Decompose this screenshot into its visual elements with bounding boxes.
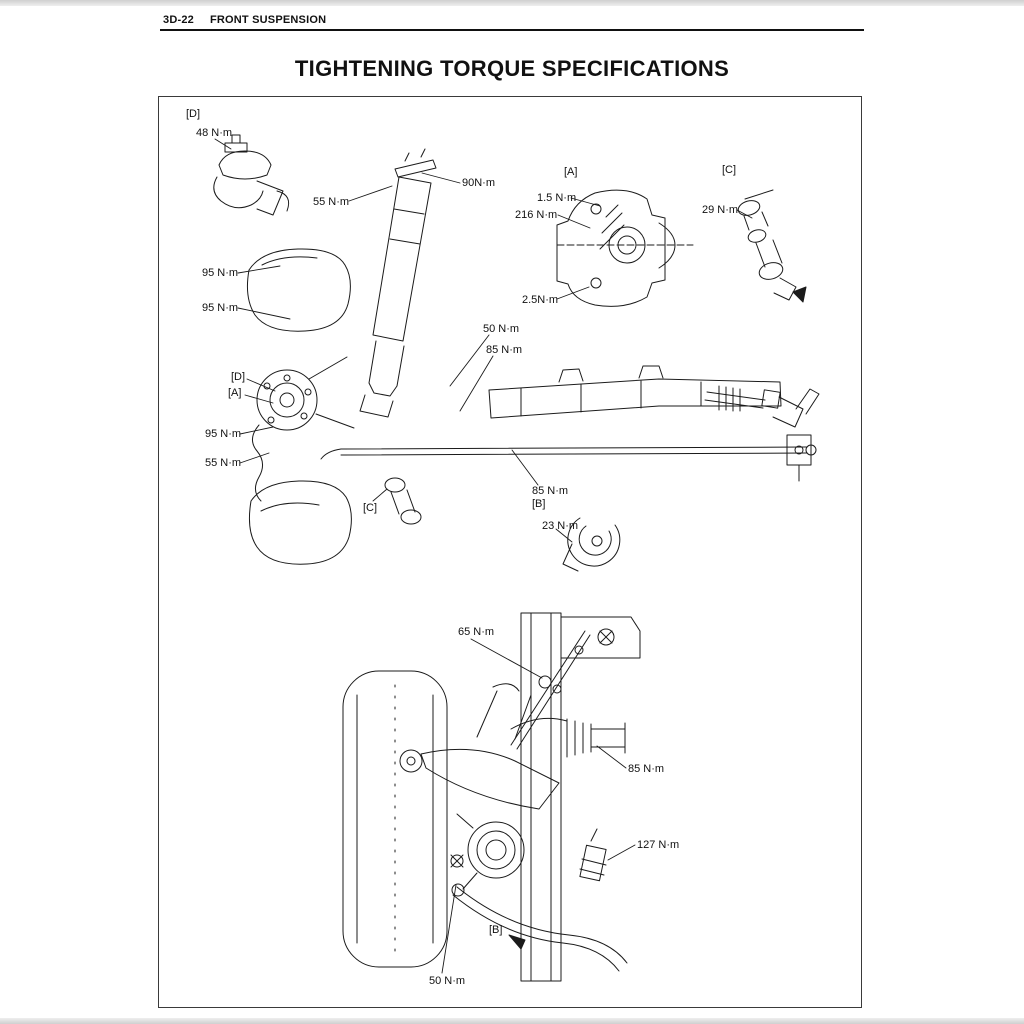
torque-label-85-mid: 85 N·m [486,344,523,356]
clamp-detail-23 [562,517,621,572]
stabilizer-link-upper [384,477,422,525]
scan-artifact-top [0,0,1024,6]
lower-control-arm [399,683,560,810]
cv-joint-rings [456,813,525,890]
frame-member-lower [520,612,641,982]
ref-label-b-rack: [B] [532,498,546,510]
torque-label-23: 23 N·m [542,520,579,532]
suspension-diagram [213,134,820,982]
torque-label-127: 127 N·m [637,839,680,851]
page-title: TIGHTENING TORQUE SPECIFICATIONS [294,56,730,81]
torque-label-55-hub: 55 N·m [205,457,242,469]
scan-artifact-bottom [0,1018,1024,1024]
torque-label-95-3: 95 N·m [205,428,242,440]
detail-d-ball-joint [213,134,290,216]
tire-front-view [342,670,448,968]
leader-lines [214,138,753,974]
stabilizer-bar-upper [320,434,817,482]
torque-label-55-top: 55 N·m [313,196,350,208]
bolt-127-target [579,828,607,882]
wheel-bottom-left [249,480,352,565]
wheel-top-left [247,248,351,332]
ref-label-a-hub: [A] [228,387,242,399]
ref-label-a-inset: [A] [564,166,578,178]
torque-label-50-lower: 50 N·m [429,975,466,987]
torque-label-85-lower: 85 N·m [628,763,665,775]
bolt-50-target [450,854,464,868]
strut-assembly [359,148,437,418]
bolt-65-target [538,675,562,694]
torque-label-1-5: 1.5 N·m [537,192,577,204]
torque-label-2-5: 2.5N·m [522,294,559,306]
torque-label-65: 65 N·m [458,626,495,638]
crossmember [488,365,782,419]
page-number: 3D-22 [163,14,194,26]
header-rule [160,29,864,31]
torque-label-29: 29 N·m [702,204,739,216]
torque-label-95-1: 95 N·m [202,267,239,279]
torque-label-48: 48 N·m [196,127,233,139]
torque-label-90: 90N·m [462,177,496,189]
tie-rod-lower [510,630,591,750]
stabilizer-bar-lower [451,883,628,972]
ref-label-c-inset: [C] [722,164,737,176]
ref-label-b-lower: [B] [489,924,503,936]
figure-box: [D] 48 N·m 90N·m 55 N·m [A] 1.5 N·m 216 … [158,96,862,1008]
ref-label-d-top: [D] [186,108,201,120]
torque-label-216: 216 N·m [515,209,558,221]
detail-a-hub-section [556,189,694,307]
ref-label-d-hub: [D] [231,371,246,383]
torque-label-95-2: 95 N·m [202,302,239,314]
ref-label-c-link: [C] [363,502,378,514]
detail-c-link-inset [737,189,807,303]
drive-shaft-lower [510,717,626,758]
hub-knuckle [252,356,355,502]
section-title: FRONT SUSPENSION [209,14,327,26]
torque-label-85-rack: 85 N·m [532,485,569,497]
page-header: 3D-22 FRONT SUSPENSION [163,14,326,26]
drive-shaft-upper [704,385,820,428]
torque-label-50-mid: 50 N·m [483,323,520,335]
b-arrow-lower [508,934,526,950]
